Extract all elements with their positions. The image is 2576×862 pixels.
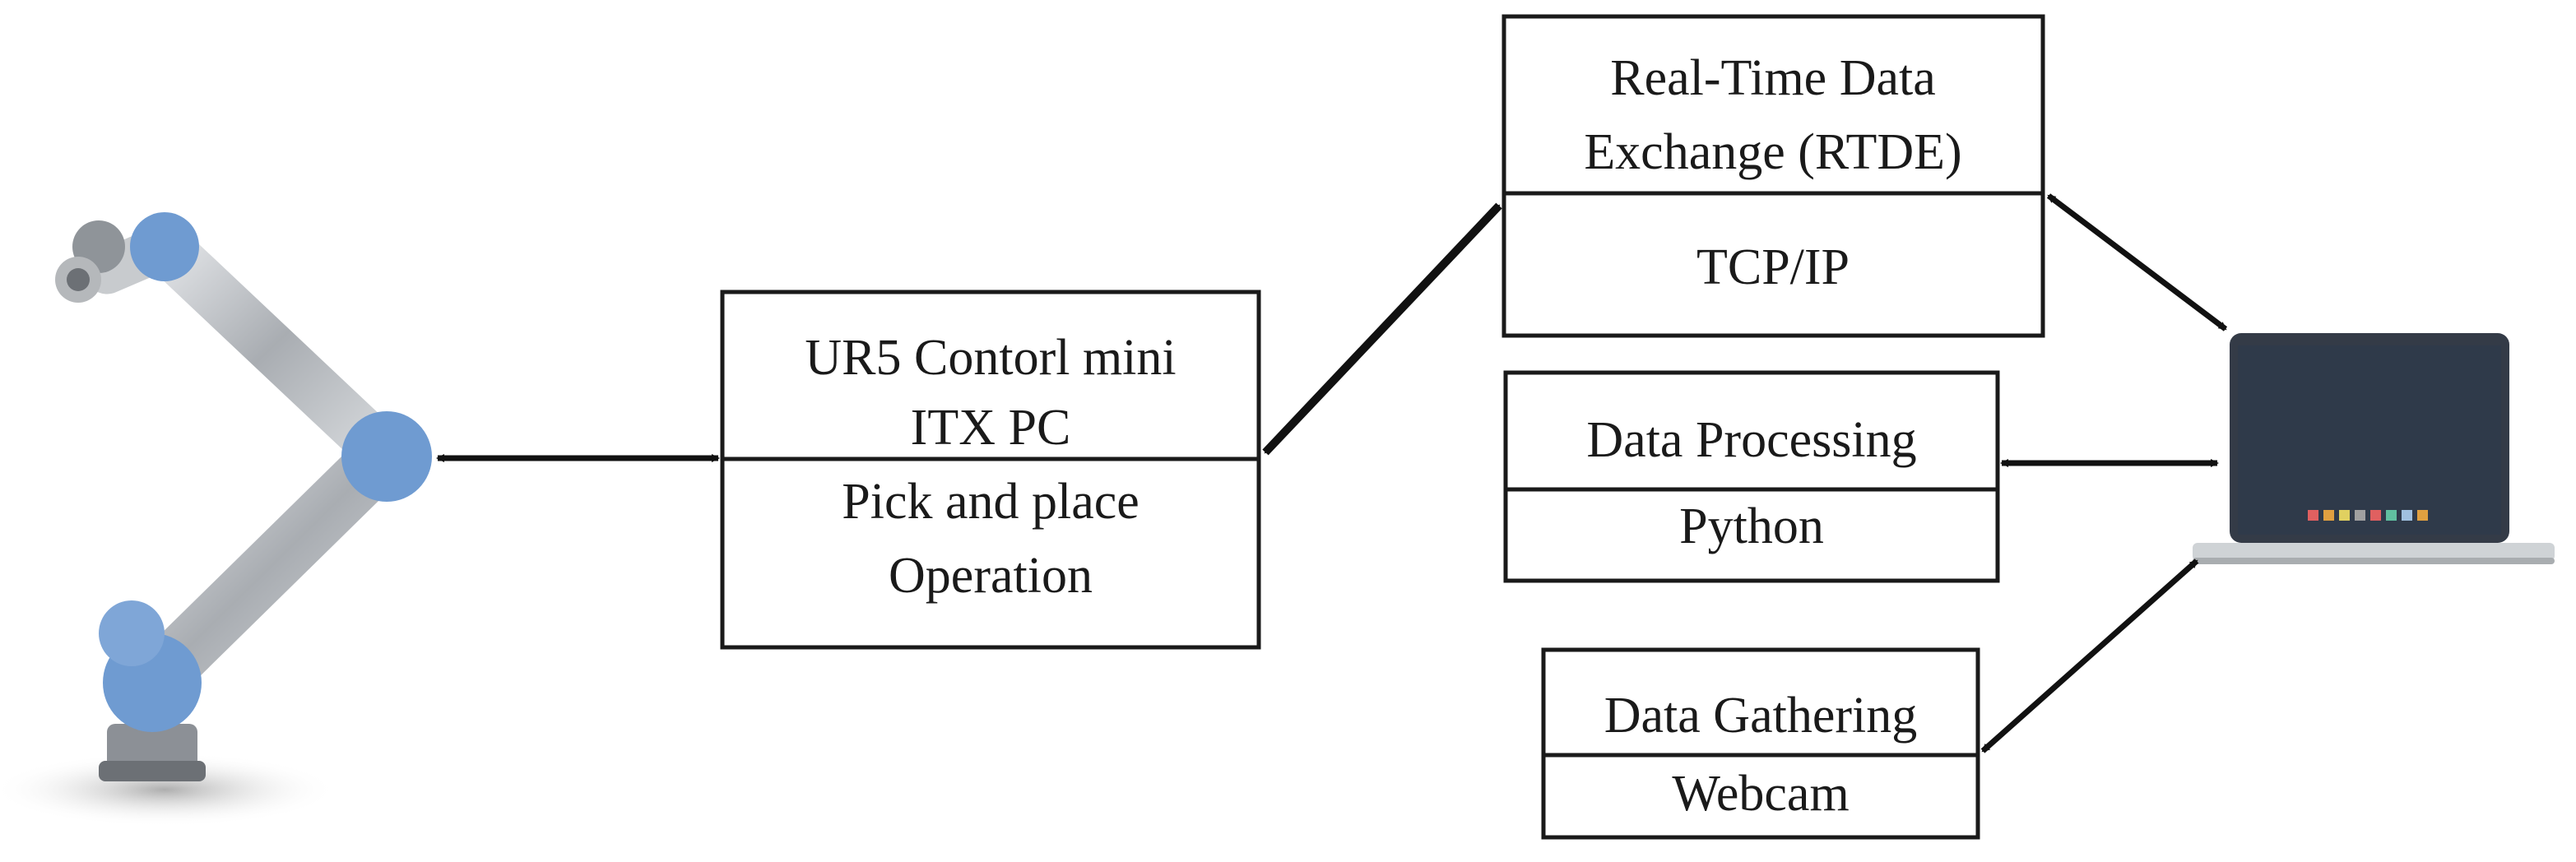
processing-title: Data Processing xyxy=(1586,412,1916,468)
laptop-dot xyxy=(2355,510,2365,521)
laptop-dot xyxy=(2323,510,2334,521)
ur5-title-line-2: ITX PC xyxy=(911,400,1071,456)
ur5-sub-line-2: Operation xyxy=(889,548,1093,604)
arrow-gathering-laptop xyxy=(1980,558,2199,753)
laptop-icon xyxy=(2193,333,2555,564)
laptop-dot xyxy=(2402,510,2412,521)
laptop-dot xyxy=(2339,510,2350,521)
arrow-rtde-laptop xyxy=(2046,193,2228,331)
ur5-control-box: UR5 Contorl mini ITX PC Pick and place O… xyxy=(720,290,1261,650)
rtde-title-line-1: Real-Time Data xyxy=(1610,50,1935,106)
robot-arm-icon xyxy=(0,212,432,827)
rtde-sub-line-1: TCP/IP xyxy=(1696,239,1850,295)
ur5-sub-line-1: Pick and place xyxy=(842,474,1139,530)
laptop-dot xyxy=(2417,510,2428,521)
laptop-dot xyxy=(2370,510,2381,521)
rtde-box: Real-Time Data Exchange (RTDE) TCP/IP xyxy=(1502,14,2045,338)
laptop-dot xyxy=(2308,510,2318,521)
connection-arrows xyxy=(436,193,2228,753)
data-processing-box: Data Processing Python xyxy=(1503,370,2000,583)
ur5-title-line-1: UR5 Contorl mini xyxy=(805,330,1176,386)
processing-sub: Python xyxy=(1679,498,1824,554)
rtde-title-line-2: Exchange (RTDE) xyxy=(1584,124,1961,180)
arrow-ur5-rtde xyxy=(1262,202,1502,456)
data-gathering-box: Data Gathering Webcam xyxy=(1541,647,1980,840)
gathering-sub: Webcam xyxy=(1672,766,1849,822)
laptop-taskbar-dots xyxy=(2308,510,2428,521)
laptop-dot xyxy=(2386,510,2397,521)
gathering-title: Data Gathering xyxy=(1604,688,1917,744)
